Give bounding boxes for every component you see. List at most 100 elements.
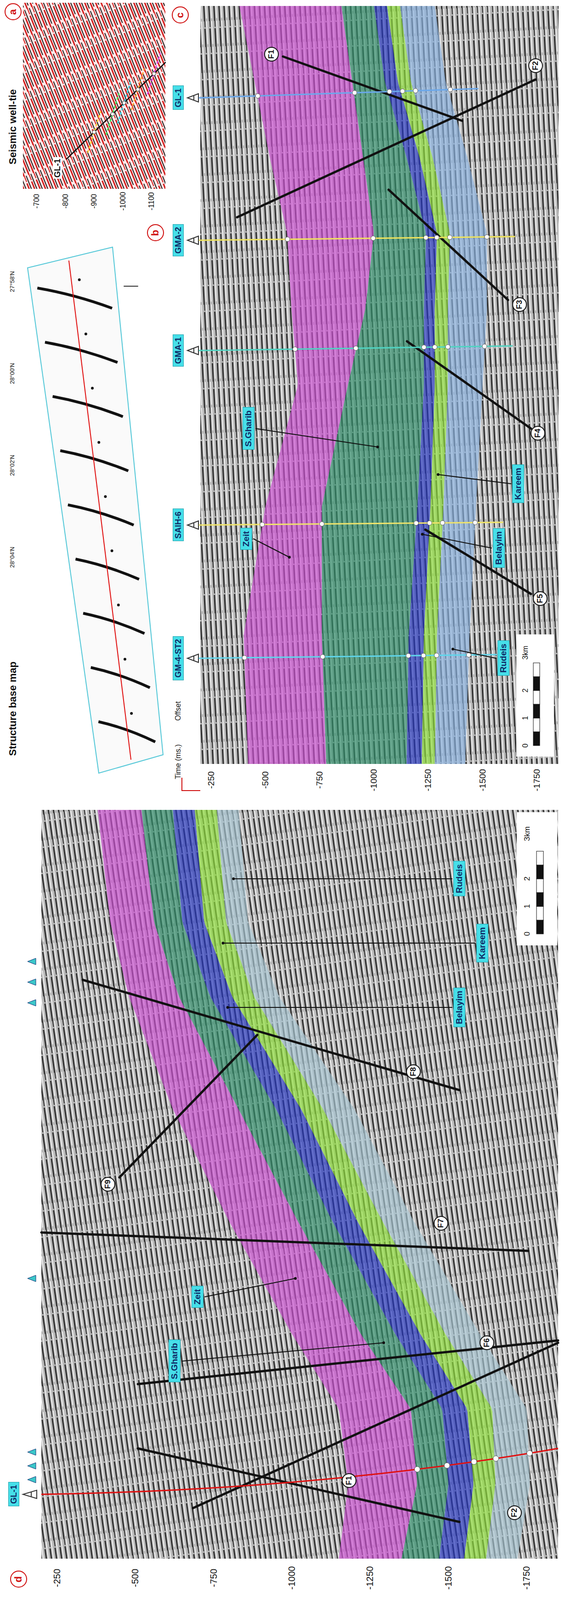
node-text: F5 <box>535 593 545 604</box>
fault-label: F8 <box>406 1064 421 1080</box>
node-text: b <box>149 229 161 236</box>
well-marker <box>445 344 451 350</box>
fault-line <box>137 1340 559 1385</box>
leader-line <box>233 878 452 880</box>
fault-label: F5 <box>532 591 548 606</box>
north-arrow <box>124 285 138 287</box>
node-text: Kareem <box>477 926 488 960</box>
well-name: GL-1 <box>172 85 185 110</box>
scale-bar <box>533 731 540 746</box>
well-marker <box>472 520 478 526</box>
node-text: Belayim <box>454 990 465 1025</box>
well-marker <box>27 978 36 986</box>
node-text: Kareem <box>513 467 524 500</box>
leader-tip <box>288 555 291 559</box>
well-marker <box>387 89 392 94</box>
well-marker <box>421 344 427 350</box>
label-text: -1500 <box>443 1565 454 1590</box>
scale-bar <box>536 906 544 921</box>
well-dot <box>110 549 114 553</box>
well-marker <box>466 652 471 658</box>
label-text: -1750 <box>521 1565 532 1590</box>
label-text: Offset <box>174 701 183 721</box>
axis-marker <box>181 777 201 791</box>
fault-line <box>406 341 532 429</box>
well-marker <box>471 1458 477 1465</box>
label-text: -700 <box>32 193 41 209</box>
node-text: Zeit <box>241 531 252 547</box>
well-marker <box>484 234 490 240</box>
well-marker <box>255 93 260 99</box>
well-marker <box>427 520 432 526</box>
well-marker <box>406 653 411 658</box>
horizon-pick <box>131 68 145 111</box>
node-text: Belayim <box>493 531 504 565</box>
well-path <box>199 345 513 351</box>
well-marker <box>27 1275 36 1282</box>
well-marker <box>526 1450 533 1457</box>
fault-line <box>82 979 460 1091</box>
label-text: 2 <box>522 876 532 881</box>
scale-bar <box>536 920 544 934</box>
fault-label: F1 <box>264 46 279 62</box>
well-marker <box>413 88 419 93</box>
node-text: F9 <box>103 1179 113 1189</box>
node-text: Zeit <box>192 1288 203 1305</box>
well-marker <box>259 522 265 527</box>
well-marker <box>400 88 405 94</box>
horizon-pick <box>117 82 131 124</box>
well-marker <box>27 1462 36 1469</box>
well-marker <box>353 345 359 351</box>
scale-bar <box>533 662 540 677</box>
well-marker <box>320 654 325 660</box>
well-dot <box>97 440 101 444</box>
leader-line <box>181 1342 384 1362</box>
formation-label: S.Gharib <box>242 406 255 450</box>
seismic-graphic <box>168 0 565 797</box>
label-text: -1250 <box>364 1565 376 1590</box>
well-marker <box>492 1455 499 1462</box>
label-text: Structure base map <box>6 661 19 756</box>
node-text: d <box>12 1576 24 1582</box>
scale-bar <box>536 892 544 907</box>
well-marker <box>27 999 36 1006</box>
well-marker <box>285 237 290 242</box>
label-text: 1 <box>522 904 532 909</box>
well-name: GL-1 <box>8 1481 20 1507</box>
node-text: F3 <box>514 299 525 310</box>
seismic-panel: dGL-1S.GharibZeitBelayimKareemRudeisF1F2… <box>0 801 565 1600</box>
leader-tip <box>231 877 235 881</box>
label-text: -1100 <box>147 192 156 211</box>
node-text: c <box>174 12 186 18</box>
leader-tip <box>221 941 225 945</box>
well-marker <box>110 112 115 116</box>
label-text: -500 <box>260 771 271 789</box>
seismic-panel: cGM-4-ST2SAIH-6GMA-1GMA-2GL-1ZeitS.Ghari… <box>168 0 565 797</box>
fault-line <box>192 1342 559 1509</box>
node-text: GL-1 <box>173 88 184 108</box>
formation-label: Zeit <box>191 1285 204 1308</box>
scale-bar <box>533 676 540 691</box>
node-text: Rudeis <box>454 864 465 893</box>
well-marker <box>482 344 487 349</box>
leader-tip <box>376 445 379 449</box>
label-text: 1 <box>521 716 530 721</box>
leader-line <box>452 649 497 659</box>
node-text: F2 <box>531 61 541 71</box>
label-text: -900 <box>90 193 99 209</box>
label-text: 28°00'N <box>9 362 17 385</box>
well-marker <box>242 655 247 661</box>
horizon-pick <box>106 93 119 135</box>
panel-letter: b <box>146 224 164 242</box>
fault-label: F1 <box>341 1473 357 1488</box>
scale-bar <box>536 851 544 865</box>
scale-bar <box>536 878 544 893</box>
well-path <box>199 88 478 98</box>
map-frame <box>27 247 164 774</box>
fault-line <box>425 529 532 594</box>
fault-label: F7 <box>433 1215 449 1231</box>
well-marker <box>423 235 429 240</box>
scale-bar <box>533 704 540 718</box>
fault-line <box>119 1034 258 1178</box>
label-text: -1750 <box>531 768 543 792</box>
